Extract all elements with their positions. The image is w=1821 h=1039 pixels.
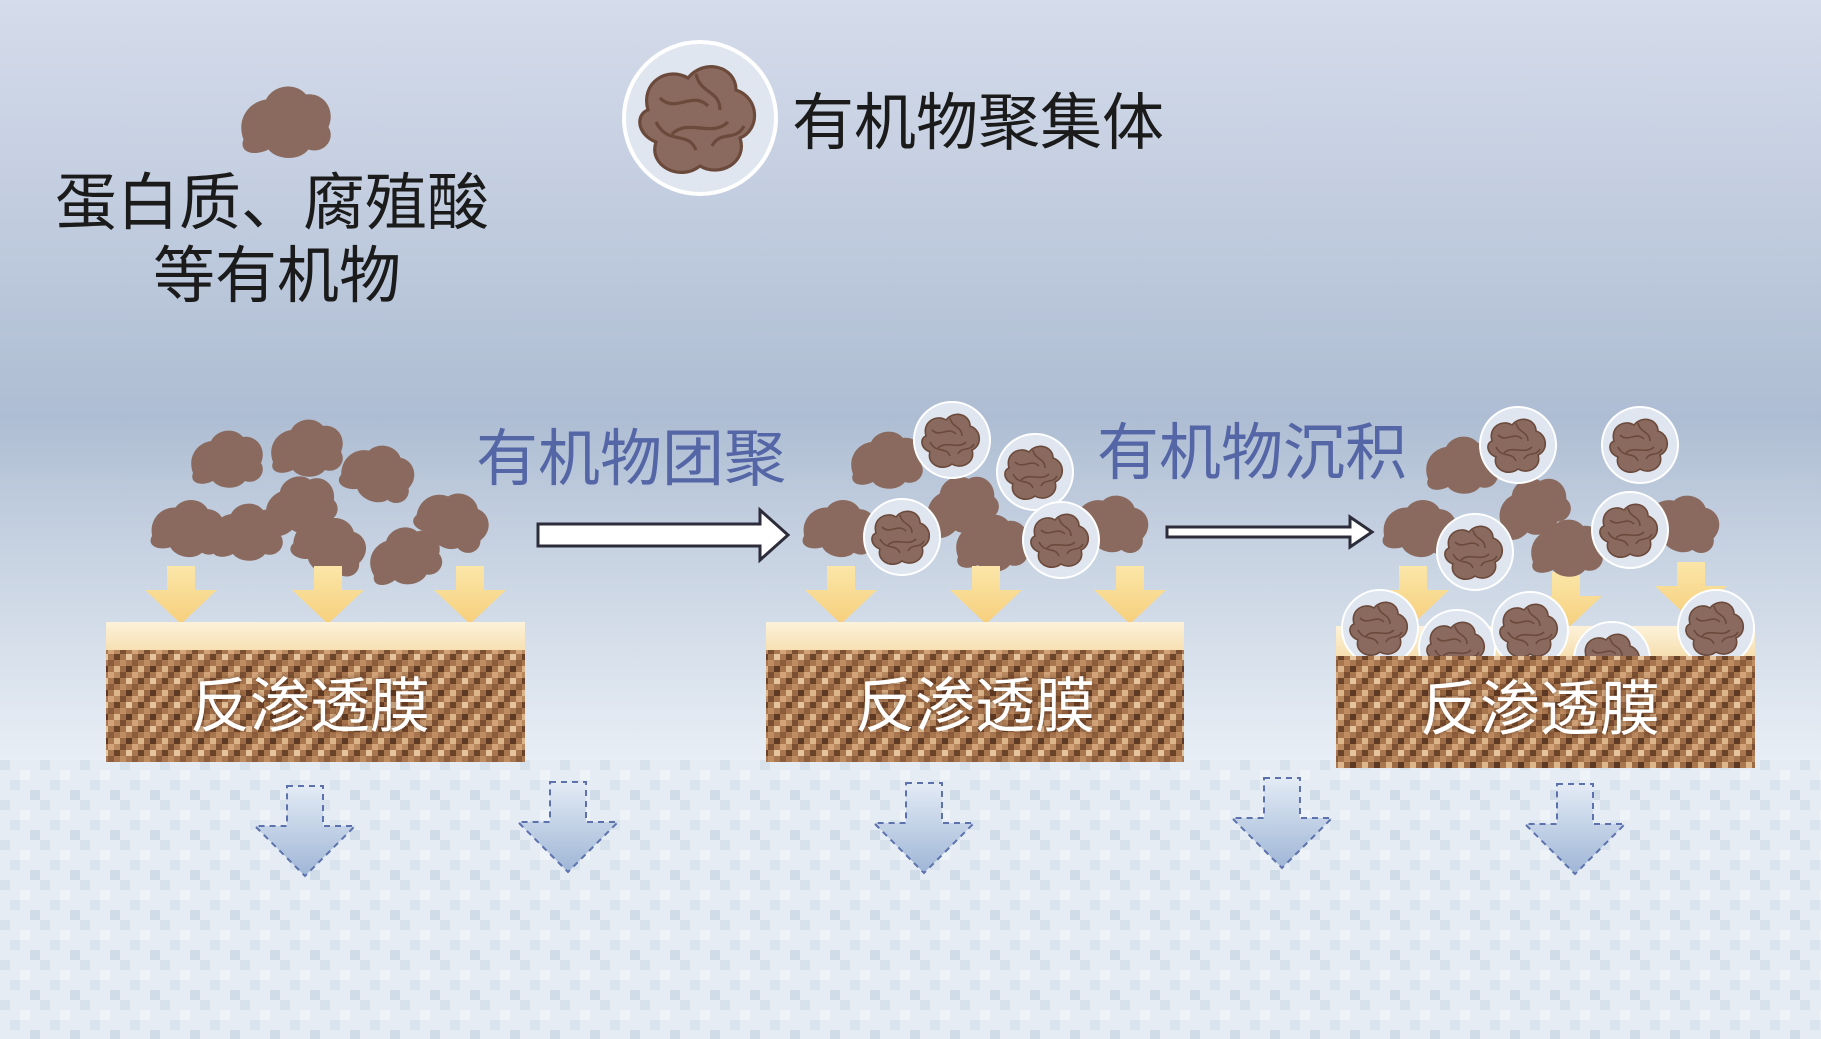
- membrane1-label: 反渗透膜: [190, 672, 430, 742]
- membrane1: [106, 650, 525, 762]
- legend-aggregate-label: 有机物聚集体: [792, 86, 1165, 159]
- membrane2-top-layer: [766, 622, 1184, 652]
- membrane2: [766, 650, 1184, 762]
- step2-label: 有机物沉积: [1097, 416, 1408, 489]
- legend-aggregate-icon: [622, 40, 778, 196]
- step1-label: 有机物团聚: [476, 422, 787, 495]
- step-arrow-1: [536, 506, 791, 564]
- legend-organic-label-line1: 蛋白质、腐殖酸: [55, 166, 490, 239]
- membrane3-label: 反渗透膜: [1420, 675, 1660, 745]
- membrane2-label: 反渗透膜: [855, 672, 1095, 742]
- membrane1-top-layer: [106, 622, 525, 652]
- step-arrow-2: [1165, 514, 1375, 550]
- membrane3: [1336, 656, 1755, 768]
- legend-organic-label-line2: 等有机物: [153, 239, 402, 312]
